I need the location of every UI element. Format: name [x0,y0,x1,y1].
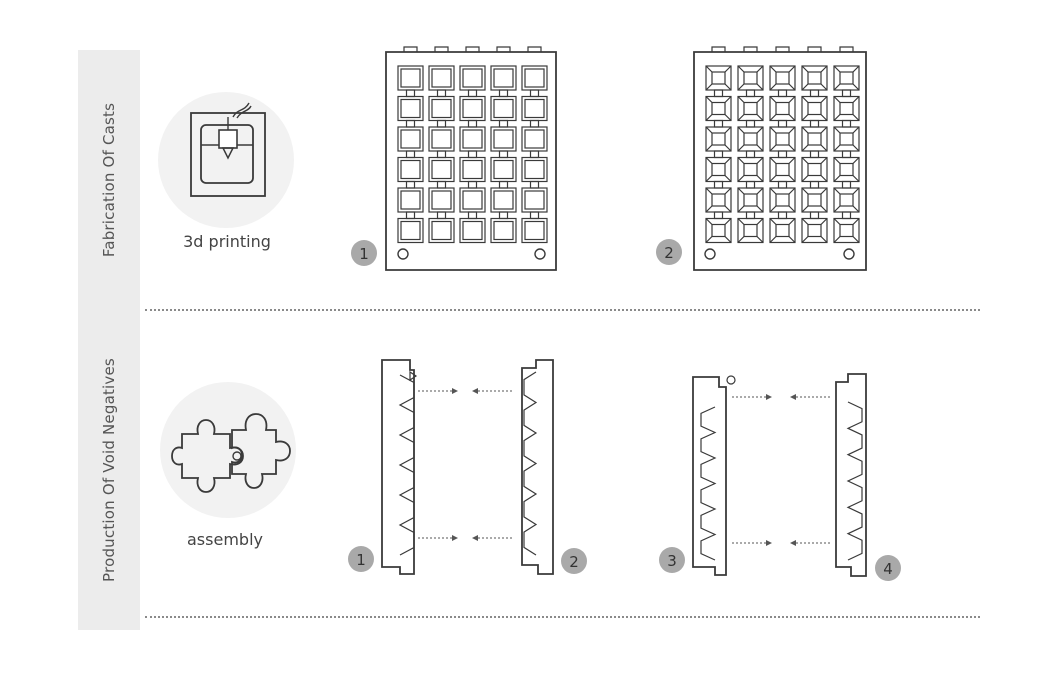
step-badge-top-1: 1 [351,240,377,266]
assembly-arrows [418,388,830,546]
caption-assembly: assembly [187,530,263,549]
cast-plate-2 [693,46,867,271]
step-badge-bottom-4: 4 [875,555,901,581]
cast-plate-1 [385,46,557,271]
strip-left-b [692,375,736,576]
step-badge-bottom-1: 1 [348,546,374,572]
step-badge-top-2-text: 2 [664,244,674,262]
bottom-divider [145,616,980,618]
caption-3d-printing: 3d printing [183,232,271,251]
step-badge-top-2: 2 [656,239,682,265]
strip-right-b [835,373,867,577]
section-divider [145,309,980,311]
step-badge-bottom-4-text: 4 [883,560,893,578]
step-badge-bottom-3-text: 3 [667,552,677,570]
step-badge-bottom-2: 2 [561,548,587,574]
3d-printer-icon [158,92,294,228]
section-sidebar [78,50,140,630]
step-badge-bottom-1-text: 1 [356,551,366,569]
step-badge-bottom-3: 3 [659,547,685,573]
strip-left-a [381,359,418,575]
step-badge-bottom-2-text: 2 [569,553,579,571]
strip-right-a [521,359,554,575]
step-badge-top-1-text: 1 [359,245,369,263]
puzzle-icon [160,382,296,518]
